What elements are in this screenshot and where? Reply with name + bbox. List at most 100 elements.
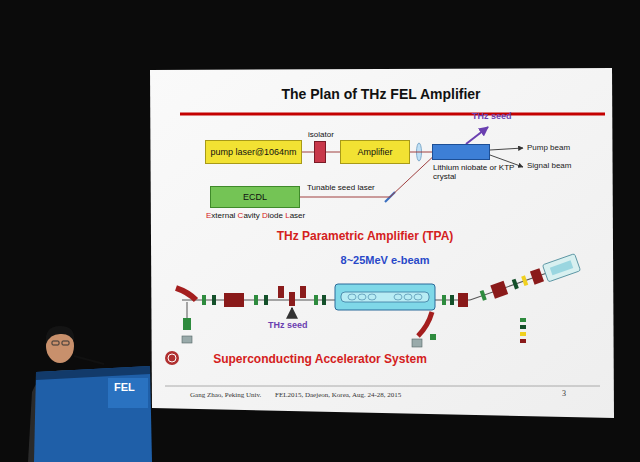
cavity-cell: [348, 294, 356, 300]
dump-magnet: [183, 318, 191, 330]
beam-dump: [412, 339, 422, 347]
dipole: [530, 268, 544, 285]
quadrupole: [322, 295, 326, 305]
ecdl-box: ECDLExternal Cavity Diode Laser: [210, 186, 300, 208]
title-rule: [180, 113, 605, 116]
quadrupole: [442, 295, 446, 305]
box-caption: Lithium niobate or KTP crystal: [433, 163, 515, 181]
box-label: Amplifier: [357, 147, 392, 157]
beam-energy: 8~25MeV e-beam: [300, 254, 470, 267]
box-label: ECDL: [243, 192, 267, 202]
legend-sample: [520, 339, 526, 343]
initial-letter: D: [262, 211, 268, 220]
amplifier-box: Amplifier: [340, 140, 410, 164]
crystal-box: Lithium niobate or KTP crystal: [432, 144, 490, 160]
diagonal-line: [467, 254, 581, 309]
cavity-string: [341, 292, 429, 302]
dipole: [458, 293, 468, 307]
word-rest: aser: [290, 211, 306, 220]
caption-word: Laser: [285, 211, 305, 220]
beam-line: [302, 152, 314, 153]
dipole: [490, 281, 508, 299]
speaker-glasses: [52, 341, 59, 345]
speaker-hair: [46, 326, 74, 344]
podium-logo: FEL: [114, 381, 135, 394]
end-station: [542, 254, 580, 282]
cavity-cell: [394, 294, 402, 300]
end-station-core: [550, 260, 573, 275]
beam-line: [410, 152, 432, 153]
initial-letter: C: [238, 211, 244, 220]
university-logo-ring: [168, 354, 176, 362]
cavity-cells: [348, 294, 422, 300]
chicane-magnet: [300, 286, 306, 298]
podium: [34, 366, 152, 462]
corrector: [521, 275, 528, 286]
footer-author: Gang Zhao, Peking Univ.: [190, 391, 261, 399]
bend-magnet: [176, 288, 196, 300]
beam-label: Pump beam: [527, 143, 570, 152]
initial-letter: L: [285, 211, 289, 220]
slide-title: The Plan of THz FEL Amplifier: [150, 86, 612, 102]
legend-sample: [520, 318, 526, 322]
initial-letter: E: [206, 211, 211, 220]
quadrupole: [430, 334, 436, 340]
caption-word: Diode: [262, 211, 283, 220]
box-caption: External Cavity Diode Laser: [206, 211, 346, 220]
cavity-cell: [414, 294, 422, 300]
speaker-glasses: [62, 341, 69, 345]
quadrupole: [202, 295, 206, 305]
bend-magnet: [418, 312, 432, 336]
box-caption: isolator: [295, 130, 347, 139]
edge-label: Tunable seed laser: [306, 183, 376, 192]
podium-logo-panel: [108, 378, 148, 408]
cavity-cell: [404, 294, 412, 300]
word-rest: xternal: [211, 211, 235, 220]
caption-word: External: [206, 211, 235, 220]
legend-sample: [520, 332, 526, 336]
laser-box: pump laser@1064nm: [205, 140, 302, 164]
word-rest: iode: [268, 211, 283, 220]
university-logo: [165, 351, 179, 365]
page-number: 3: [562, 389, 566, 398]
beam-dump: [182, 336, 192, 343]
section-heading: Superconducting Accelerator System: [180, 353, 460, 367]
footer-rule: [165, 386, 600, 387]
section-heading: THz Parametric Amplifier (TPA): [200, 230, 530, 244]
legend-sample: [520, 325, 526, 329]
caption-word: [235, 211, 237, 220]
cavity-cell: [358, 294, 366, 300]
quadrupole: [512, 279, 519, 290]
beam-label: THz seed: [268, 320, 308, 330]
podium-top: [36, 366, 150, 380]
chicane-magnet: [289, 292, 295, 306]
quadrupole: [264, 295, 268, 305]
word-rest: avity: [243, 211, 259, 220]
thz-seed-arrow: [466, 127, 488, 144]
caption-word: Cavity: [238, 211, 260, 220]
quadrupole: [314, 295, 318, 305]
cryomodule: [335, 284, 435, 310]
pump-beam-arrow: [490, 148, 523, 150]
beam-line: [326, 152, 340, 153]
caption-word: [283, 211, 285, 220]
slide-screen: [150, 68, 614, 418]
quadrupole: [212, 295, 216, 305]
quadrupole: [480, 290, 487, 301]
beamline: [187, 302, 188, 318]
caption-word: [260, 211, 262, 220]
beam-label: THz seed: [472, 111, 512, 121]
isolator-box: isolator: [314, 141, 326, 163]
box-label: pump laser@1064nm: [210, 147, 296, 157]
microphone: [74, 356, 104, 364]
beam-label: Signal beam: [527, 161, 571, 170]
thz-seed-arrow: [291, 308, 293, 317]
chicane-magnet: [278, 286, 284, 298]
footer-event: FEL2015, Daejeon, Korea, Aug. 24-28, 201…: [275, 391, 401, 399]
cavity-cell: [368, 294, 376, 300]
quadrupole: [450, 295, 454, 305]
quadrupole: [254, 295, 258, 305]
undulator: [224, 293, 244, 307]
